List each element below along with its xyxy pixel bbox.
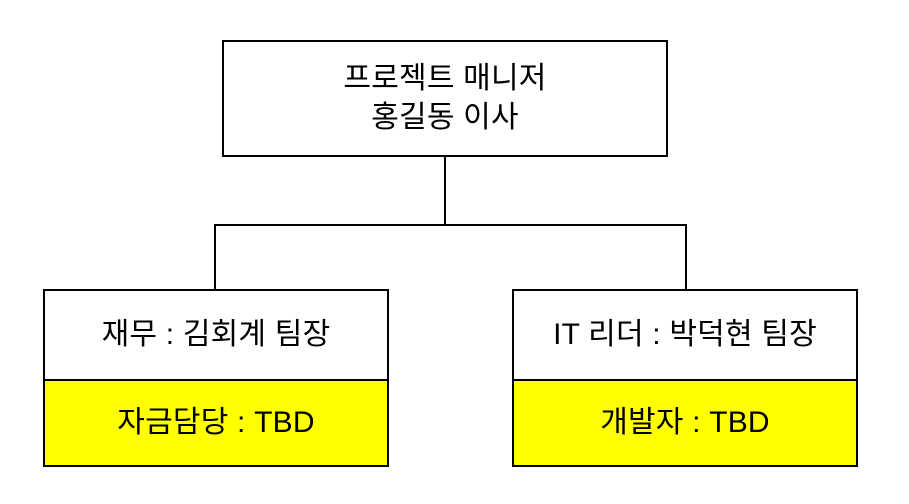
connector-horizontal-bar xyxy=(214,224,687,226)
node-finance-slot: 자금담당 : TBD xyxy=(45,381,387,465)
node-project-manager[interactable]: 프로젝트 매니저 홍길동 이사 xyxy=(222,40,668,157)
node-it-leader-slot: 개발자 : TBD xyxy=(514,381,856,465)
connector-drop-right xyxy=(685,224,687,291)
node-finance-role: 재무 : 김회계 팀장 xyxy=(45,291,387,381)
node-project-manager-body: 프로젝트 매니저 홍길동 이사 xyxy=(224,42,666,155)
node-it-leader[interactable]: IT 리더 : 박덕현 팀장 개발자 : TBD xyxy=(512,289,858,467)
connector-root-stem xyxy=(444,157,446,226)
node-it-leader-role: IT 리더 : 박덕현 팀장 xyxy=(514,291,856,381)
node-project-manager-title: 프로젝트 매니저 xyxy=(343,62,547,96)
node-finance[interactable]: 재무 : 김회계 팀장 자금담당 : TBD xyxy=(43,289,389,467)
connector-drop-left xyxy=(214,224,216,291)
node-project-manager-person: 홍길동 이사 xyxy=(371,100,519,134)
